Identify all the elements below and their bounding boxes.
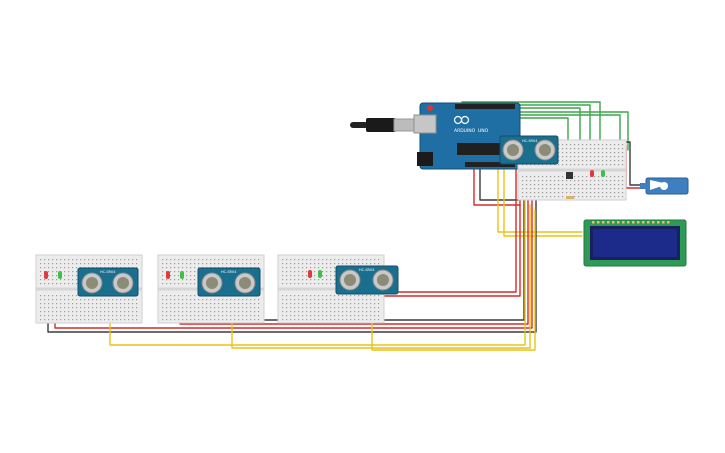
- lcd-pin-header: [592, 221, 670, 224]
- led-red: [44, 271, 48, 279]
- led-green: [180, 271, 184, 279]
- ultrasonic-sensor: HC-SR04: [197, 267, 261, 297]
- led-red: [166, 271, 170, 279]
- usb-cable: [350, 118, 419, 132]
- wire-yellow: [109, 199, 526, 346]
- led-green: [58, 271, 62, 279]
- arduino-uno-board: ARDUINO UNO: [413, 102, 521, 170]
- wire-yellow: [231, 204, 531, 349]
- led-green: [601, 170, 605, 177]
- arduino-brand-label: ARDUINO: [454, 128, 476, 134]
- ultrasonic-sensor: HC-SR04: [499, 135, 559, 165]
- lcd-display: [583, 219, 687, 267]
- led-green: [318, 270, 322, 278]
- breadboard-holes: [522, 144, 624, 198]
- ultrasonic-sensor: HC-SR04: [77, 267, 139, 297]
- sensor-label: HC-SR04: [359, 268, 375, 272]
- ultrasonic-sensor: HC-SR04: [335, 265, 399, 295]
- wire-yellow: [503, 167, 583, 237]
- wire-yellow: [497, 167, 583, 233]
- led-red: [590, 170, 594, 177]
- push-button: [566, 172, 573, 179]
- wire-red: [394, 167, 517, 293]
- wire-red: [329, 167, 521, 297]
- servo-motor: [640, 177, 689, 195]
- arduino-model-label: UNO: [478, 128, 489, 134]
- wire-yellow: [371, 209, 536, 351]
- sensor-label: HC-SR04: [221, 270, 237, 274]
- sensor-label: HC-SR04: [100, 270, 116, 274]
- led-red: [308, 270, 312, 278]
- wire-black: [479, 167, 521, 201]
- sensor-label: HC-SR04: [522, 139, 538, 143]
- resistor: [566, 196, 574, 199]
